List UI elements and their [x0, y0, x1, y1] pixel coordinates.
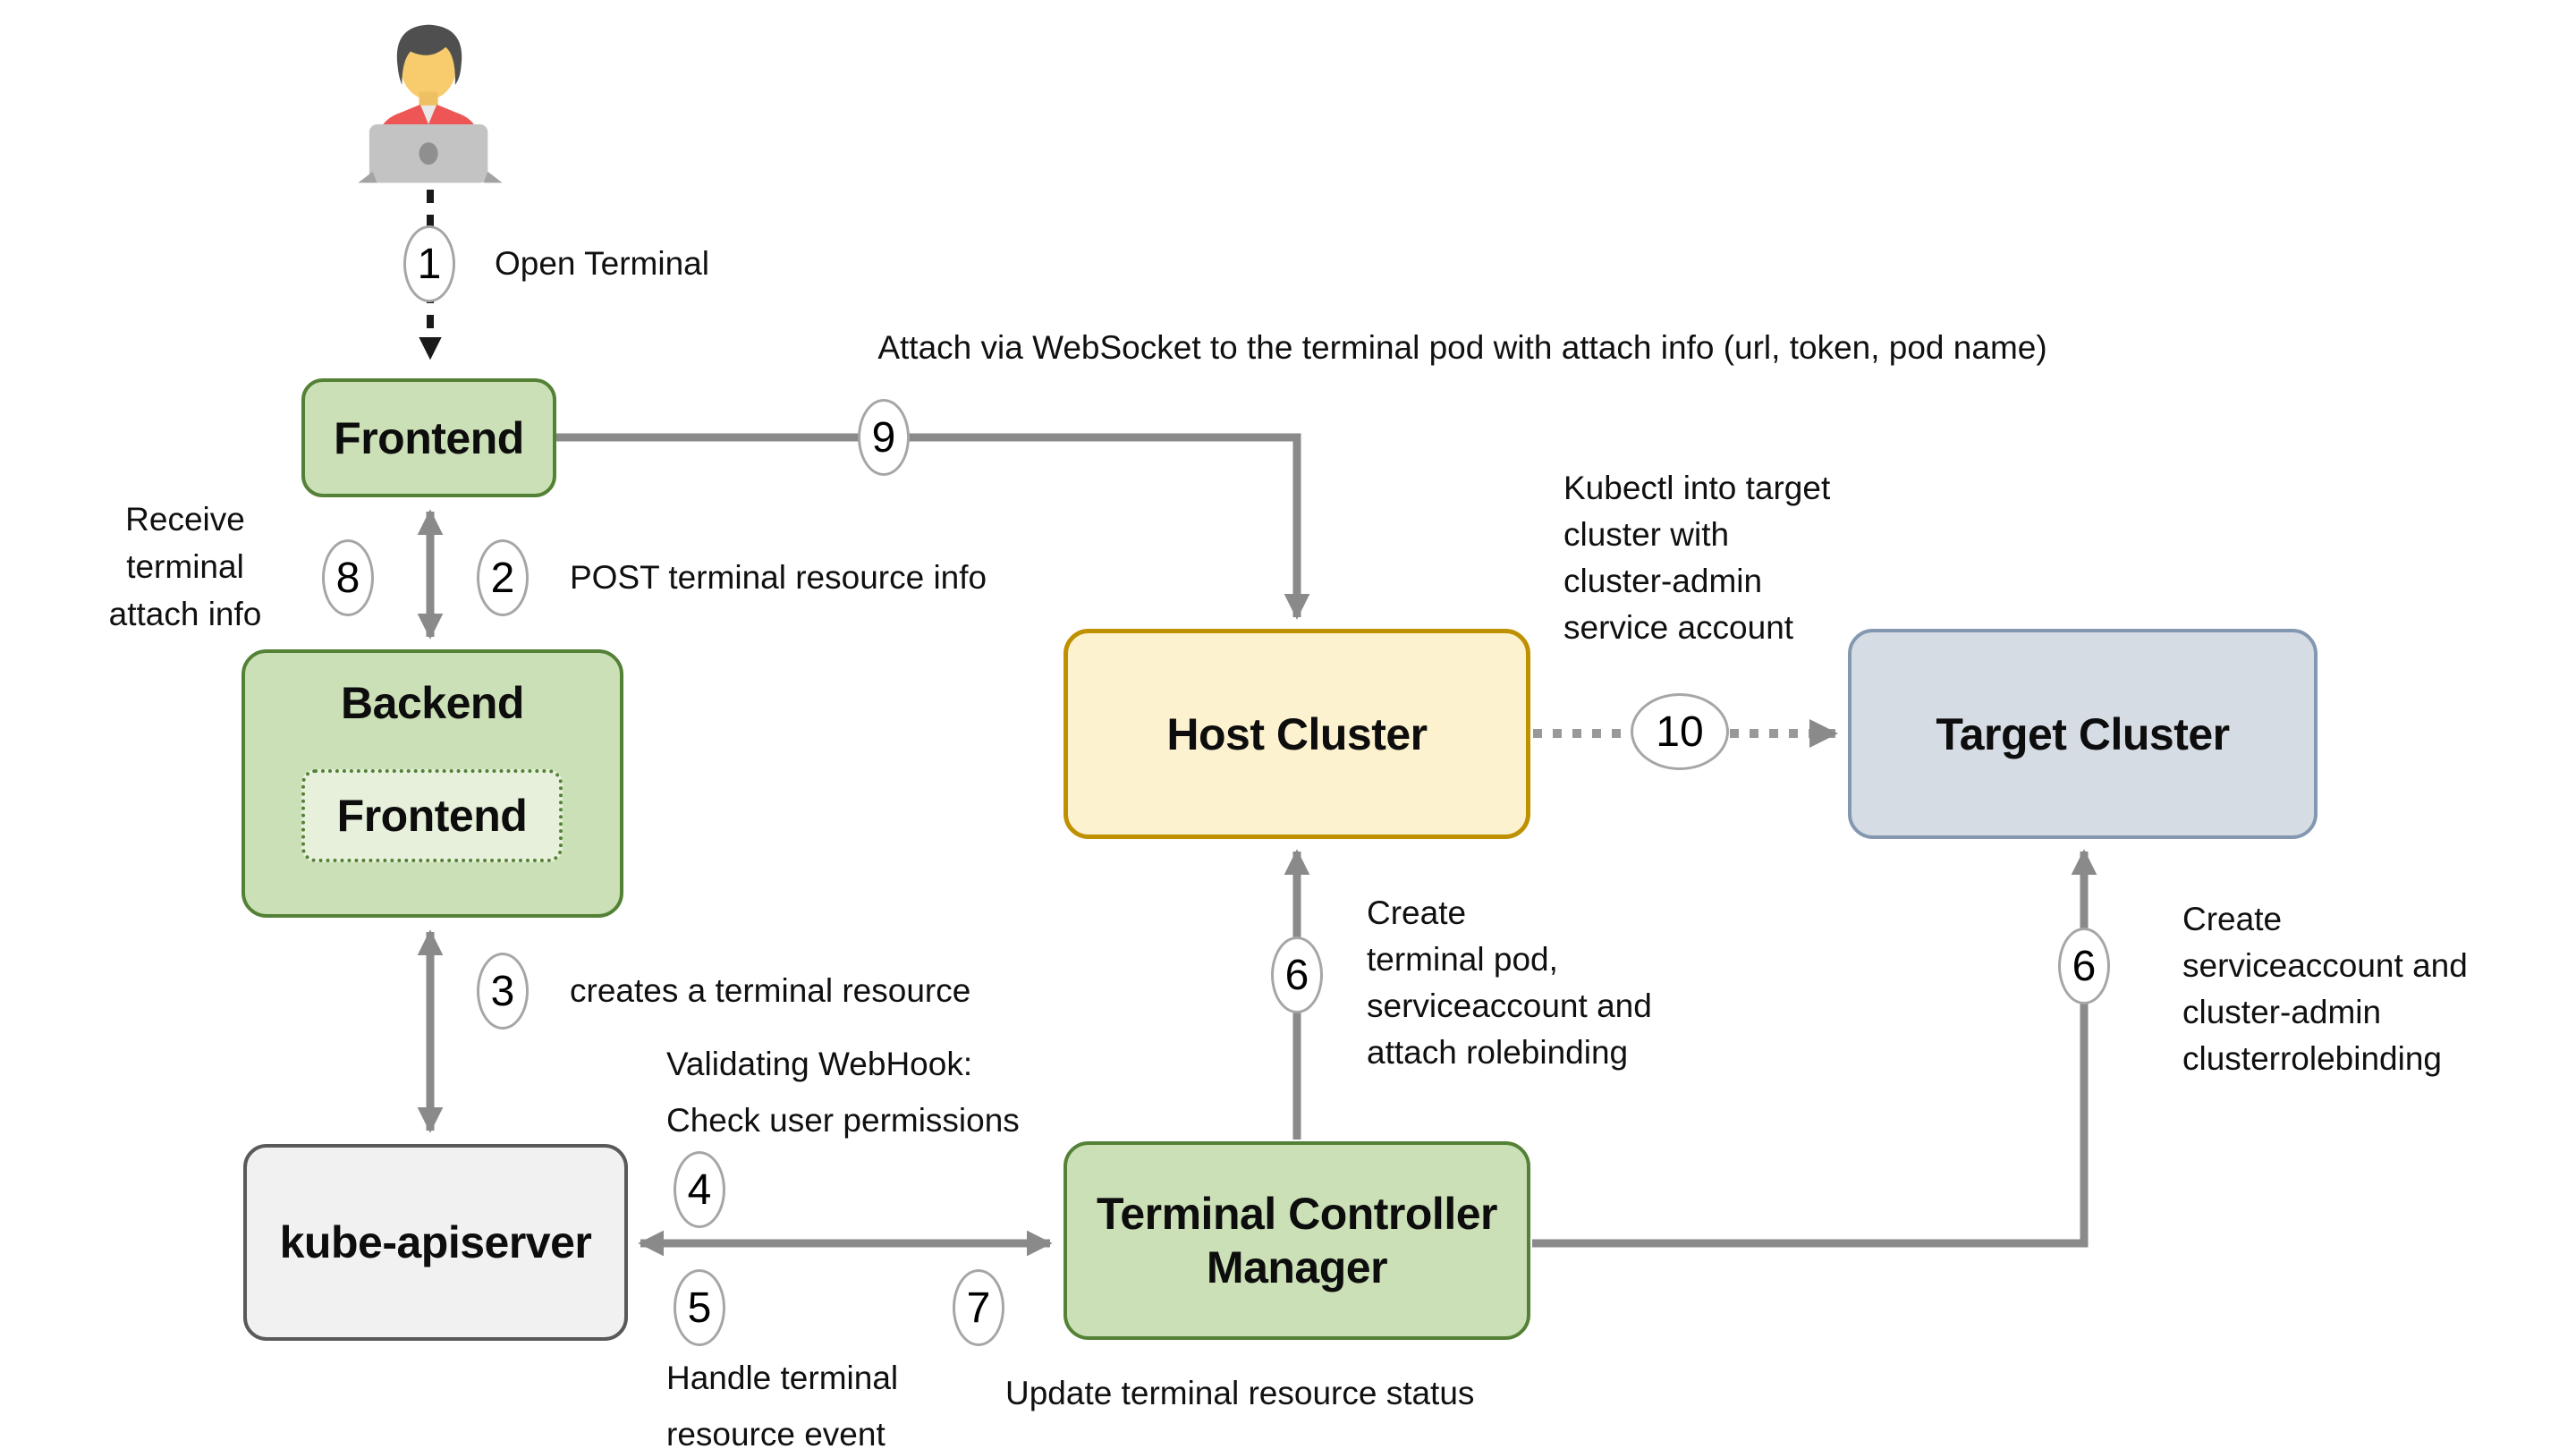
- node-target-cluster-label: Target Cluster: [1936, 708, 2230, 759]
- note-create-serviceaccount: Create serviceaccount and cluster-admin …: [2182, 901, 2468, 1077]
- node-kube-apiserver-label: kube-apiserver: [279, 1217, 592, 1267]
- user-collar: [420, 105, 436, 125]
- step-badge-1: 1: [403, 225, 455, 302]
- laptop-logo: [419, 142, 438, 165]
- step-badge-10-num: 10: [1656, 708, 1704, 756]
- note-kubectl-into-target: Kubectl into target cluster with cluster…: [1563, 470, 1831, 646]
- step-badge-3-num: 3: [490, 967, 515, 1015]
- node-terminal-controller-manager: Terminal Controller Manager: [1063, 1141, 1530, 1340]
- laptop-foot-left: [358, 171, 377, 183]
- step-badge-8: 8: [322, 539, 374, 616]
- node-host-cluster-label: Host Cluster: [1166, 708, 1428, 759]
- note-handle-terminal-resource-event: Handle terminal resource event: [666, 1360, 899, 1449]
- step-badge-6-target: 6: [2058, 928, 2110, 1004]
- note-creates-terminal-resource: creates a terminal resource: [570, 972, 971, 1009]
- user-neck: [419, 91, 438, 109]
- node-target-cluster: Target Cluster: [1848, 629, 2318, 839]
- note-attach-websocket: Attach via WebSocket to the terminal pod…: [877, 329, 2047, 366]
- step-badge-6-host: 6: [1271, 936, 1323, 1013]
- step-badge-4-num: 4: [687, 1165, 712, 1214]
- note-validating-webhook: Validating WebHook: Check user permissio…: [666, 1046, 1020, 1139]
- step-badge-2-num: 2: [490, 554, 515, 602]
- user-hair: [396, 24, 462, 85]
- node-backend-label: Backend: [341, 678, 524, 728]
- note-update-terminal-resource-status: Update terminal resource status: [1005, 1375, 1475, 1411]
- node-backend-inner-frontend: Frontend: [301, 769, 563, 862]
- step-badge-9-num: 9: [871, 413, 896, 462]
- node-backend-inner-label: Frontend: [336, 791, 528, 841]
- step-badge-5: 5: [674, 1269, 725, 1346]
- node-frontend-label: Frontend: [334, 412, 524, 463]
- step-badge-10: 10: [1631, 693, 1729, 770]
- step-badge-4: 4: [674, 1151, 725, 1228]
- node-kube-apiserver: kube-apiserver: [243, 1144, 628, 1341]
- node-host-cluster: Host Cluster: [1063, 629, 1530, 839]
- laptop-foot-right: [483, 171, 503, 183]
- note-create-terminal-pod: Create terminal pod, serviceaccount and …: [1367, 894, 1652, 1071]
- node-frontend: Frontend: [301, 378, 556, 497]
- step-badge-1-num: 1: [417, 240, 442, 288]
- step-badge-5-num: 5: [687, 1284, 712, 1332]
- step-badge-9: 9: [858, 399, 910, 476]
- note-receive-terminal-attach-info: Receive terminal attach info: [108, 501, 262, 632]
- step-badge-2: 2: [477, 539, 529, 616]
- node-tcm-label: Terminal Controller Manager: [1097, 1189, 1497, 1292]
- user-laptop-icon: [358, 24, 503, 183]
- step-badge-6b-num: 6: [2072, 942, 2097, 990]
- step-badge-6a-num: 6: [1284, 951, 1309, 999]
- arrow-step9-frontend-to-hostcluster: [556, 433, 1310, 620]
- step-badge-7: 7: [953, 1269, 1004, 1346]
- note-post-terminal-resource-info: POST terminal resource info: [570, 559, 987, 596]
- note-open-terminal: Open Terminal: [495, 245, 709, 282]
- step-badge-7-num: 7: [966, 1284, 991, 1332]
- step-badge-3: 3: [477, 953, 529, 1030]
- step-badge-8-num: 8: [335, 554, 360, 602]
